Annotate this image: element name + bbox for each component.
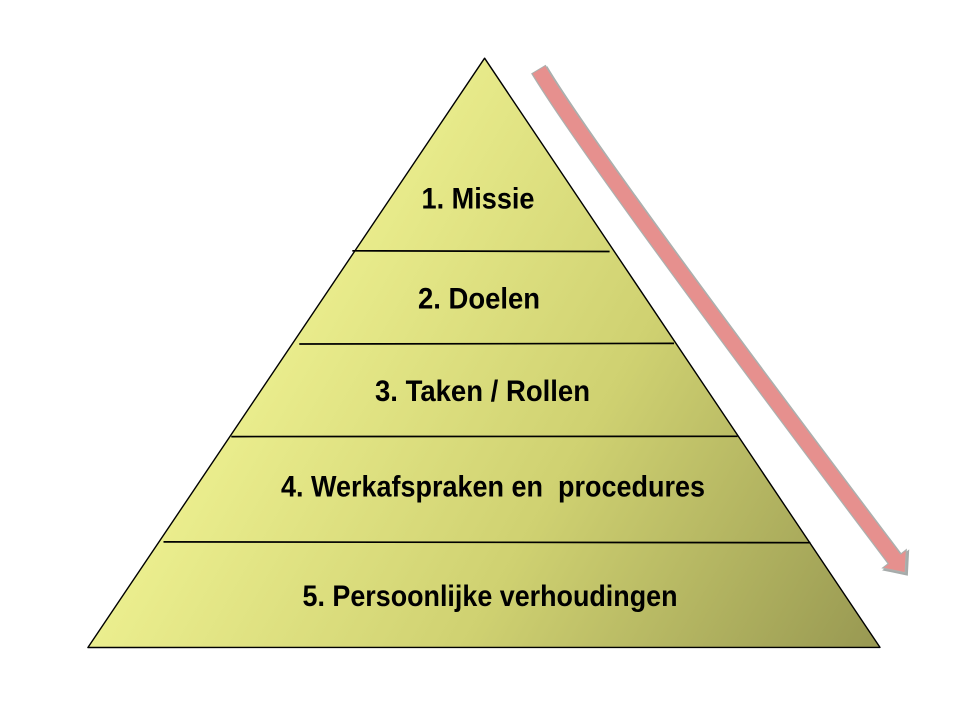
svg-text:2. Doelen: 2. Doelen	[418, 282, 540, 315]
svg-text:1. Missie: 1. Missie	[422, 182, 535, 215]
svg-text:5. Persoonlijke verhoudingen: 5. Persoonlijke verhoudingen	[303, 580, 678, 613]
svg-text:4. Werkafspraken en procedure: 4. Werkafspraken en procedures	[281, 470, 705, 503]
svg-text:3. Taken / Rollen: 3. Taken / Rollen	[375, 375, 590, 408]
